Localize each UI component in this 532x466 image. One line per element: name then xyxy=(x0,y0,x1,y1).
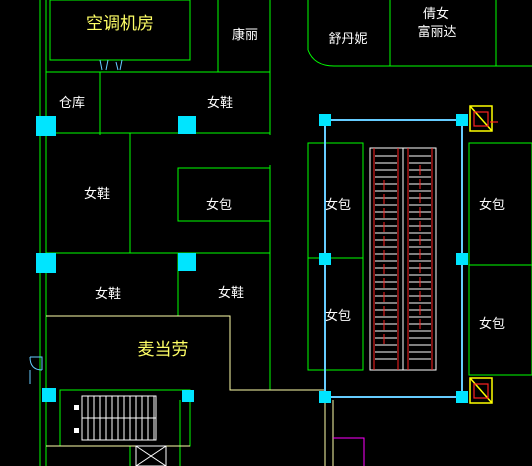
womens-bags-label-5: 女包 xyxy=(479,316,505,332)
womens-bags-label-2: 女包 xyxy=(325,197,351,213)
elevator-icon xyxy=(469,105,493,404)
lower-stair-x xyxy=(135,445,167,466)
womens-shoes-label-4: 女鞋 xyxy=(218,285,244,301)
qiannv-label-line1: 倩女 xyxy=(423,6,449,22)
bags-box-outline xyxy=(177,167,271,222)
womens-shoes-label-1: 女鞋 xyxy=(207,95,233,111)
service-shaft xyxy=(333,437,365,466)
square-column-icon xyxy=(36,114,468,403)
womens-bags-label-3: 女包 xyxy=(325,308,351,324)
mcdonalds-label: 麦当劳 xyxy=(138,340,189,360)
staircase-icon xyxy=(81,395,157,441)
bags-shop-right-bottom-outline xyxy=(468,264,532,376)
stair-rail-marks xyxy=(74,405,79,433)
door-swing-icon xyxy=(29,59,123,384)
kangli-label: 康丽 xyxy=(232,27,258,43)
womens-bags-label-1: 女包 xyxy=(206,197,232,213)
ac-room-outline xyxy=(49,0,191,61)
womens-bags-label-4: 女包 xyxy=(479,197,505,213)
bags-shop-left-bottom-outline xyxy=(307,257,364,371)
womens-shoes-label-2: 女鞋 xyxy=(84,186,110,202)
storage-label: 仓库 xyxy=(59,95,85,111)
womens-shoes-label-3: 女鞋 xyxy=(95,286,121,302)
elevator-door-marks xyxy=(473,111,498,399)
shudanni-label: 舒丹妮 xyxy=(328,32,367,47)
qiannv-label-line2: 富丽达 xyxy=(417,24,456,40)
ac-room-label: 空调机房 xyxy=(86,14,154,34)
escalator-icon xyxy=(369,147,437,371)
